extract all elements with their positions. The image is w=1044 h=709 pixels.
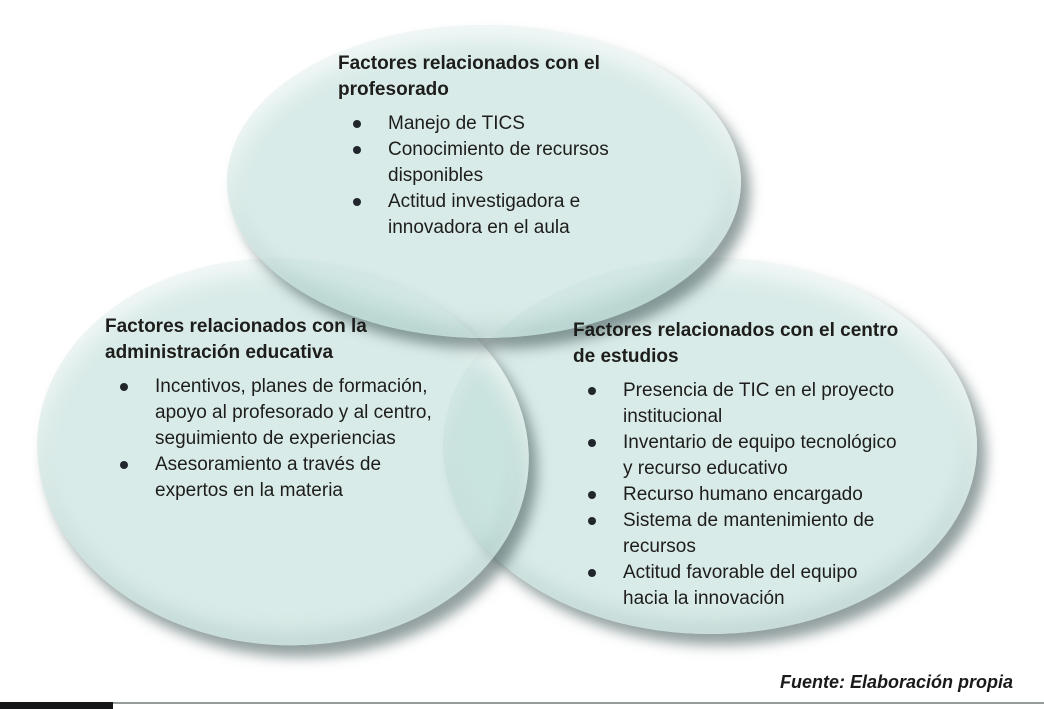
group-title-administracion-educativa: Factores relacionados con la administrac… <box>105 316 367 363</box>
list-item: Presencia de TIC en el proyecto instituc… <box>573 378 903 430</box>
page-corner-mark <box>0 702 113 709</box>
list-item: Recurso humano encargado <box>573 482 903 508</box>
list-item: Inventario de equipo tecnológico y recur… <box>573 430 903 482</box>
list-item: Manejo de TICS <box>338 111 644 137</box>
group-items-administracion-educativa: Incentivos, planes de formación, apoyo a… <box>105 374 443 504</box>
list-item: Actitud favorable del equipo hacia la in… <box>573 560 903 612</box>
list-item: Incentivos, planes de formación, apoyo a… <box>105 374 443 452</box>
group-administracion-educativa: Factores relacionados con la administrac… <box>105 314 443 504</box>
list-item: Conocimiento de recursos disponibles <box>338 137 644 189</box>
group-centro-de-estudios: Factores relacionados con el centro de e… <box>573 318 903 612</box>
page-edge-line <box>0 702 1044 704</box>
group-items-centro-de-estudios: Presencia de TIC en el proyecto instituc… <box>573 378 903 612</box>
group-title-profesorado: Factores relacionados con el profesorado <box>338 53 600 100</box>
list-item: Sistema de mantenimiento de recursos <box>573 508 903 560</box>
source-note: Fuente: Elaboración propia <box>779 672 1013 692</box>
list-item: Asesoramiento a través de expertos en la… <box>105 452 443 504</box>
group-profesorado: Factores relacionados con el profesorado… <box>338 51 644 241</box>
list-item: Actitud investigadora e innovadora en el… <box>338 189 644 241</box>
group-title-centro-de-estudios: Factores relacionados con el centro de e… <box>573 320 899 367</box>
venn-ellipse-profesorado <box>227 25 741 338</box>
